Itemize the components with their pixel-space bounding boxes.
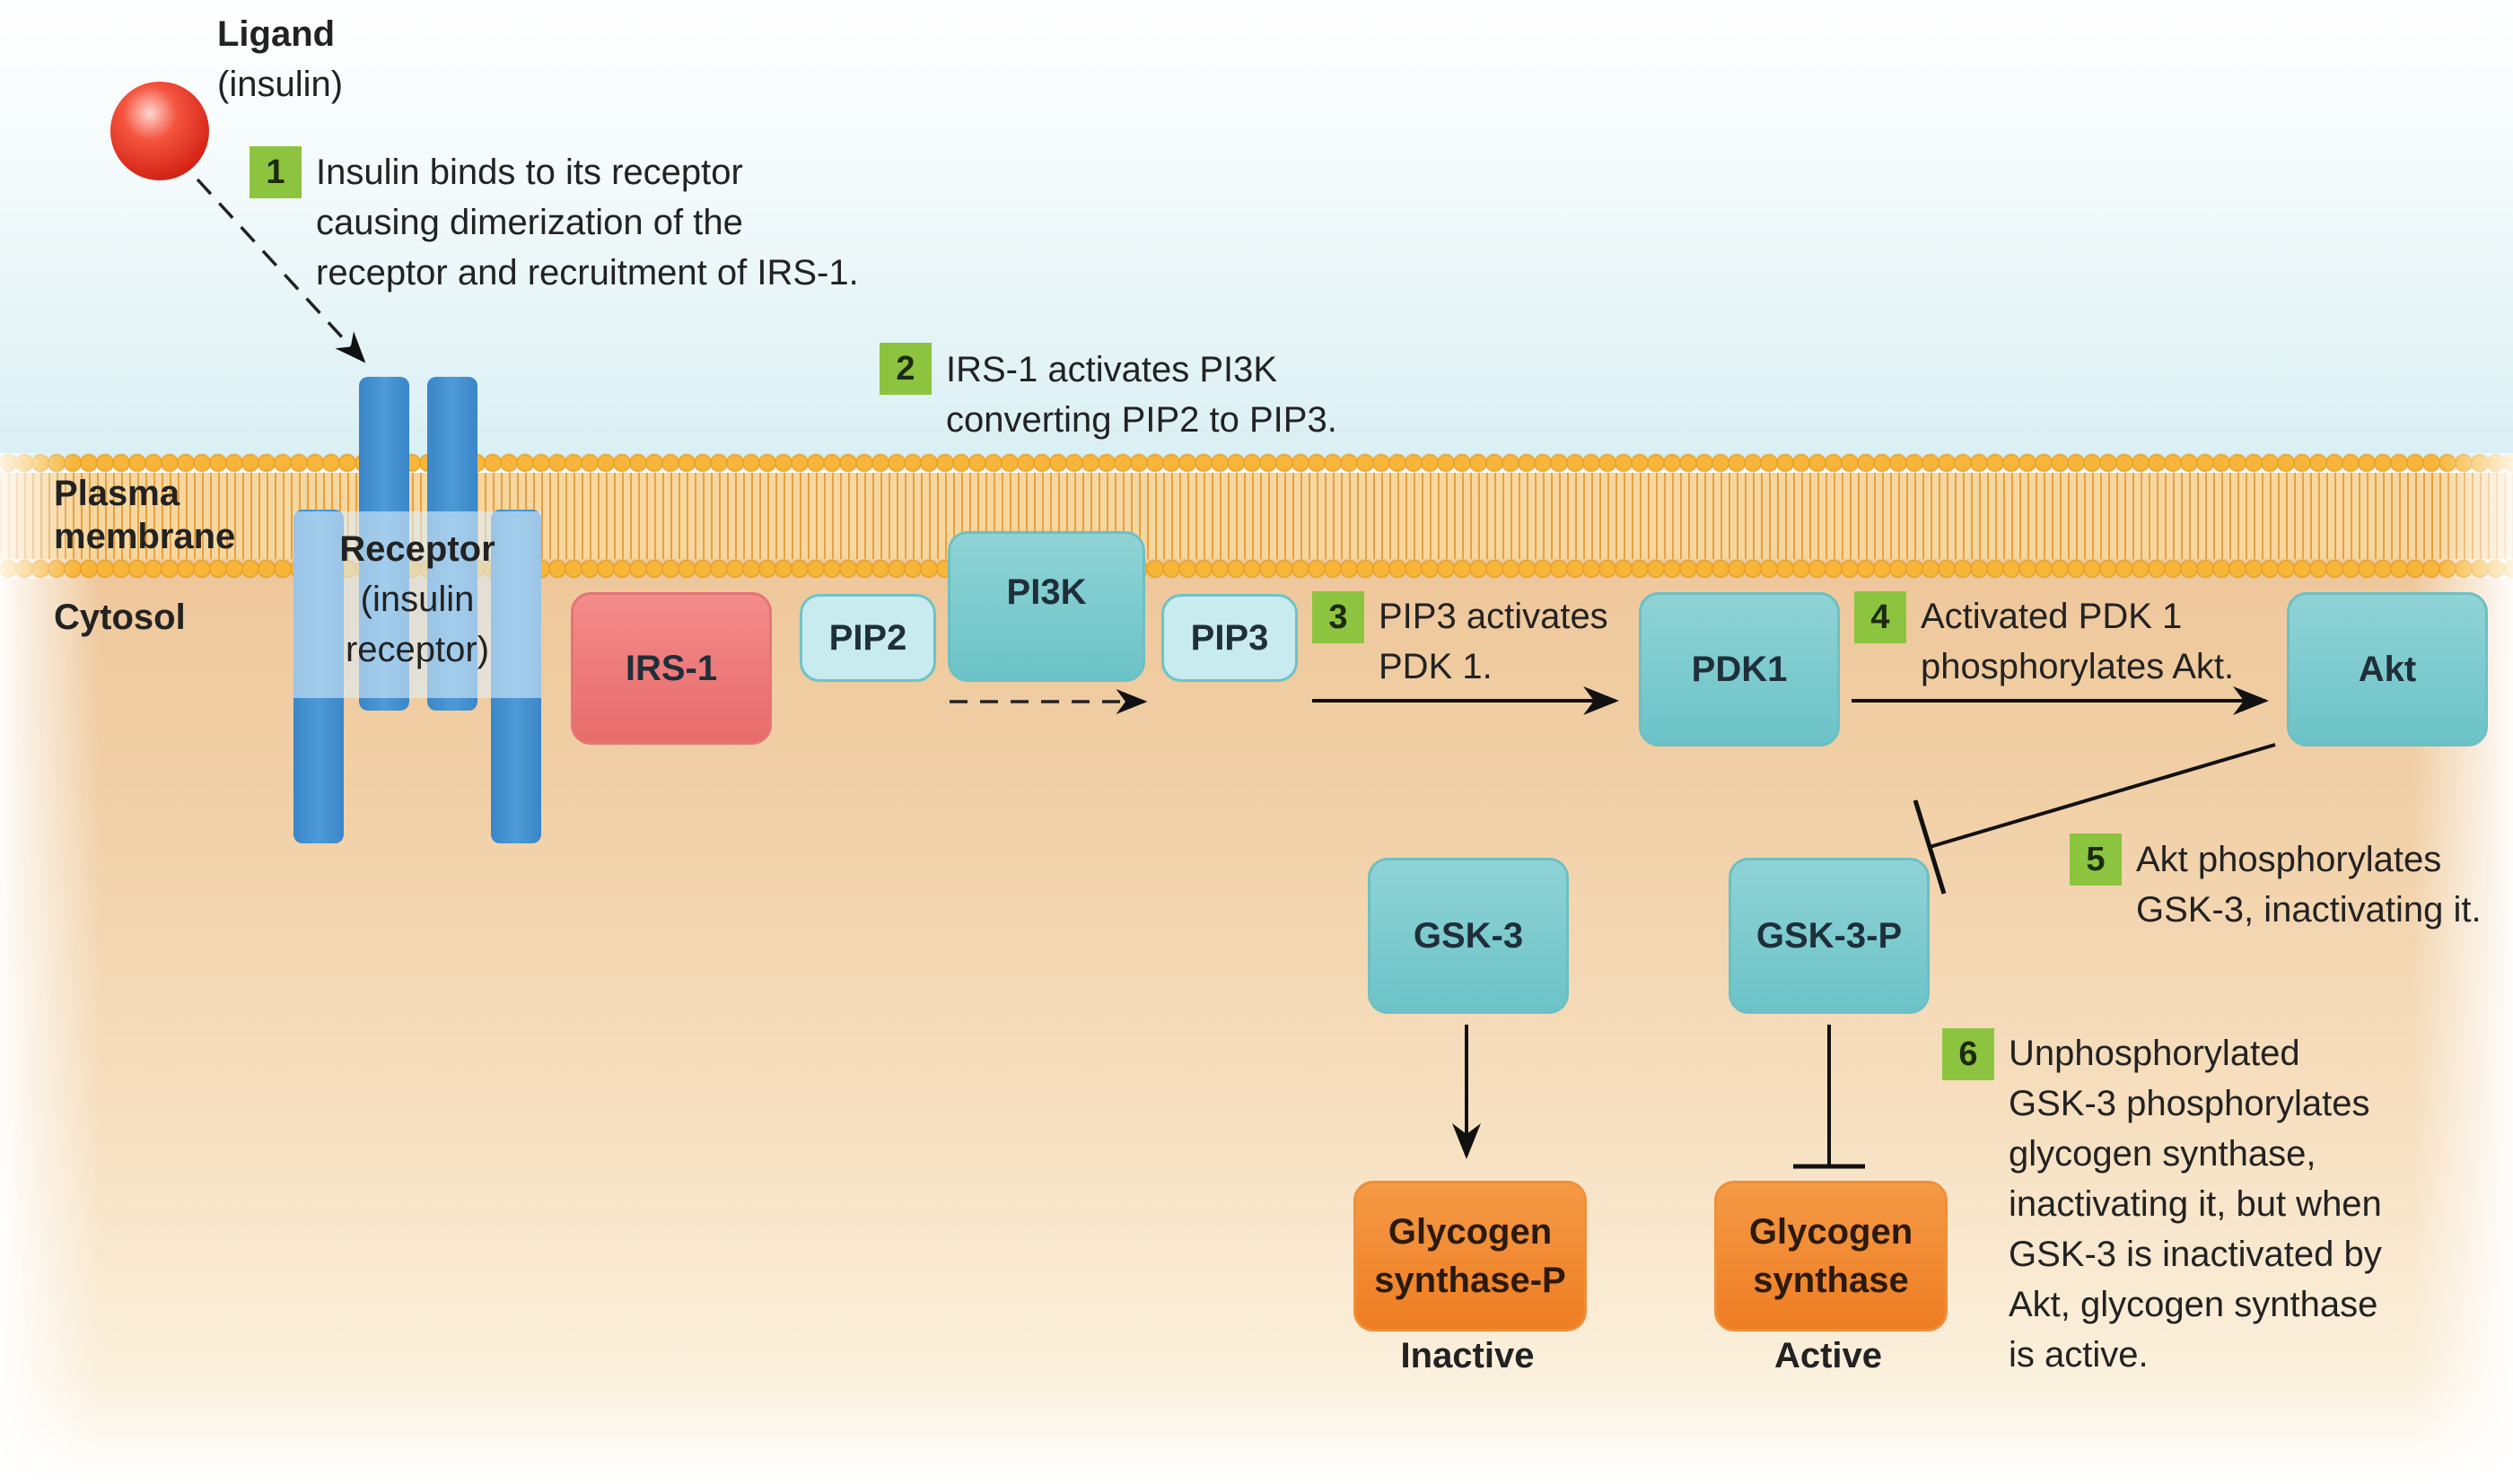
step-6-line: Akt, glycogen synthase bbox=[2009, 1285, 2378, 1324]
step-2-text: IRS-1 activates PI3K converting PIP2 to … bbox=[946, 345, 1337, 445]
step-2-badge: 2 bbox=[880, 343, 932, 395]
step-6-line: inactivating it, but when bbox=[2009, 1184, 2382, 1224]
step-3-text: PIP3 activates PDK 1. bbox=[1379, 591, 1608, 692]
step-1-badge: 1 bbox=[250, 146, 302, 198]
glycogen-synthase-box: Glycogen synthase bbox=[1714, 1181, 1948, 1331]
akt-inhibits-gsk3-bar bbox=[1913, 799, 1947, 895]
glycogen-synthase-p-line1: Glycogen bbox=[1388, 1212, 1553, 1252]
glycogen-synthase-line2: synthase bbox=[1753, 1261, 1909, 1300]
step-1-line: causing dimerization of the bbox=[316, 203, 743, 242]
step-3-badge: 3 bbox=[1312, 591, 1364, 643]
step-6-line: GSK-3 phosphorylates bbox=[2009, 1084, 2370, 1123]
step-3-line: PDK 1. bbox=[1379, 647, 1493, 686]
pi3k-box: PI3K bbox=[948, 531, 1145, 682]
akt-box: Akt bbox=[2287, 592, 2488, 746]
step-1-line: receptor and recruitment of IRS-1. bbox=[316, 253, 859, 292]
glycogen-synthase-line1: Glycogen bbox=[1748, 1212, 1913, 1252]
insulin-ligand-sphere bbox=[110, 82, 209, 180]
inactive-label: Inactive bbox=[1400, 1336, 1535, 1375]
glycogen-synthase-p-line2: synthase-P bbox=[1374, 1261, 1566, 1300]
akt-inhibits-gsk3-line bbox=[1929, 743, 2276, 849]
receptor-label: Receptor bbox=[339, 529, 495, 569]
cytosol-background bbox=[0, 547, 2513, 1484]
step-4-line: phosphorylates Akt. bbox=[1921, 647, 2235, 686]
irs1-box: IRS-1 bbox=[571, 592, 772, 745]
step-4-badge: 4 bbox=[1854, 591, 1906, 643]
step-4-text: Activated PDK 1 phosphorylates Akt. bbox=[1921, 591, 2234, 692]
membrane-label: membrane bbox=[54, 517, 236, 556]
gsk3p-box: GSK-3-P bbox=[1729, 858, 1930, 1014]
extracellular-background bbox=[0, 0, 2513, 467]
pip2-box: PIP2 bbox=[800, 594, 936, 682]
plasma-label: Plasma bbox=[54, 474, 180, 513]
step-3-line: PIP3 activates bbox=[1379, 597, 1608, 636]
step-5-line: GSK-3, inactivating it. bbox=[2136, 890, 2482, 930]
step-6-line: GSK-3 is inactivated by bbox=[2009, 1235, 2382, 1274]
receptor-label-panel bbox=[293, 511, 541, 698]
receptor-sublabel-1: (insulin bbox=[360, 580, 475, 619]
ligand-sublabel: (insulin) bbox=[217, 65, 344, 104]
glycogen-synthase-p-box: Glycogen synthase-P bbox=[1353, 1181, 1587, 1331]
pdk1-box: PDK1 bbox=[1639, 592, 1840, 746]
step-6-line: glycogen synthase, bbox=[2009, 1134, 2316, 1174]
ligand-binding-arrow bbox=[196, 178, 366, 363]
pip3-box: PIP3 bbox=[1161, 594, 1298, 682]
step-6-line: is active. bbox=[2009, 1335, 2149, 1375]
cytosol-label: Cytosol bbox=[54, 598, 186, 637]
step-5-badge: 5 bbox=[2070, 834, 2122, 886]
gsk3-box: GSK-3 bbox=[1368, 858, 1569, 1014]
step-1-text: Insulin binds to its receptor causing di… bbox=[316, 147, 859, 298]
receptor-sublabel-2: receptor) bbox=[345, 630, 490, 669]
step-6-line: Unphosphorylated bbox=[2009, 1034, 2300, 1073]
step-6-badge: 6 bbox=[1942, 1028, 1994, 1080]
step-2-line: converting PIP2 to PIP3. bbox=[946, 400, 1337, 440]
step-4-line: Activated PDK 1 bbox=[1921, 597, 2183, 636]
step-2-line: IRS-1 activates PI3K bbox=[946, 350, 1278, 389]
step-1-line: Insulin binds to its receptor bbox=[316, 153, 743, 192]
active-label: Active bbox=[1773, 1336, 1883, 1375]
step-6-text: Unphosphorylated GSK-3 phosphorylates gl… bbox=[2009, 1028, 2382, 1380]
step-5-line: Akt phosphorylates bbox=[2136, 840, 2442, 879]
ligand-label: Ligand bbox=[217, 14, 336, 54]
step-5-text: Akt phosphorylates GSK-3, inactivating i… bbox=[2136, 834, 2482, 935]
